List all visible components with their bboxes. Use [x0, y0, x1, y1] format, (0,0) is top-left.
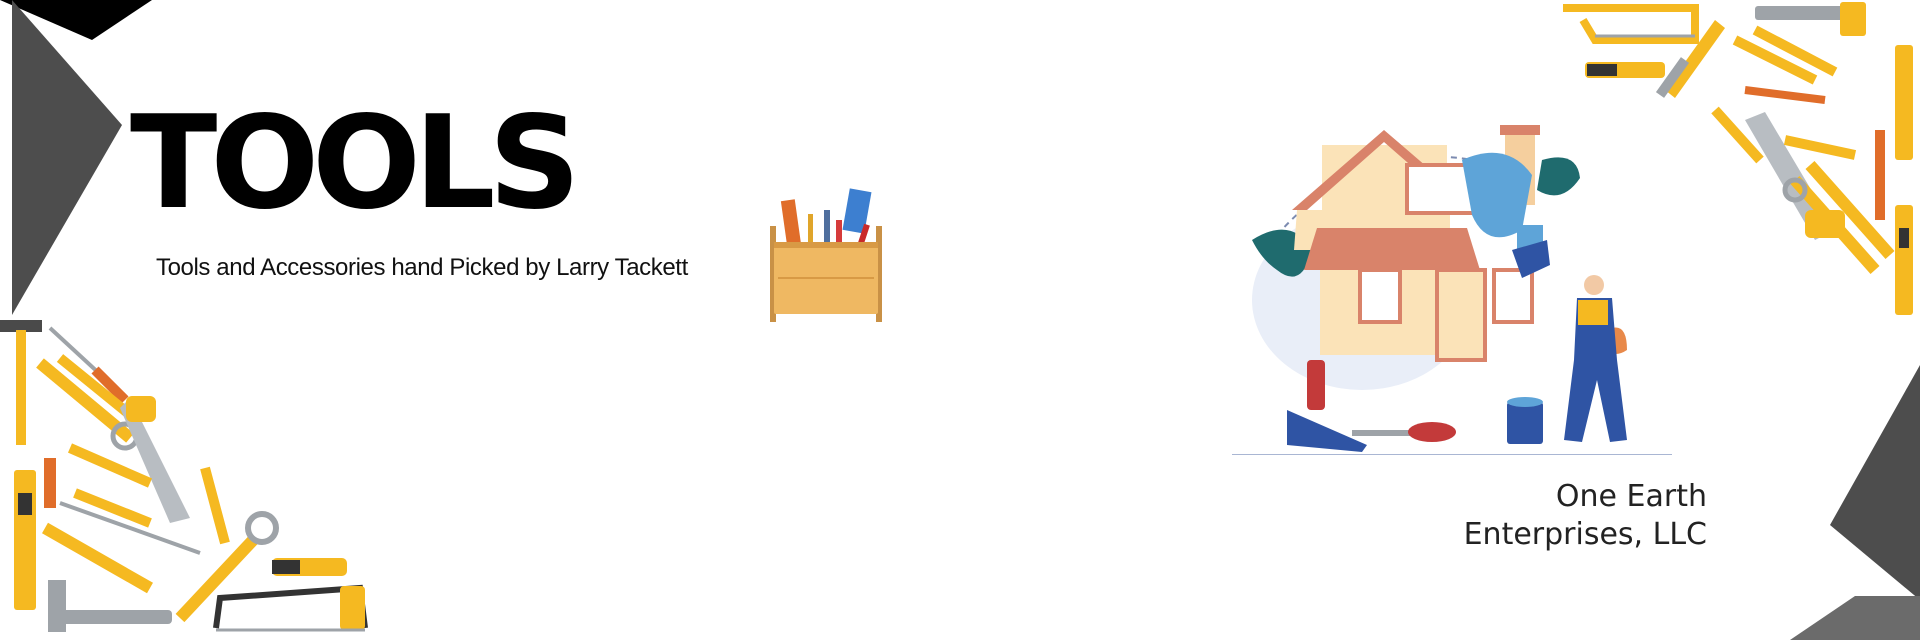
- tools-cluster-top-right-icon: [1563, 2, 1913, 315]
- bottom-right-gray-shape: [1790, 596, 1920, 640]
- subtitle: Tools and Accessories hand Picked by Lar…: [156, 254, 688, 281]
- company-name-line-1: One Earth: [1555, 479, 1707, 514]
- tools-cluster-bottom-left-icon: [0, 320, 368, 632]
- house-painter-illustration-icon: [1232, 125, 1672, 455]
- page-title: TOOLS: [130, 89, 581, 238]
- company-name: One Earth Enterprises, LLC: [1464, 478, 1707, 554]
- top-left-black-shape: [0, 0, 152, 40]
- right-dark-triangle: [1830, 365, 1920, 600]
- toolbox-icon: [770, 188, 882, 322]
- company-name-line-2: Enterprises, LLC: [1463, 517, 1707, 552]
- left-dark-triangle: [12, 0, 122, 315]
